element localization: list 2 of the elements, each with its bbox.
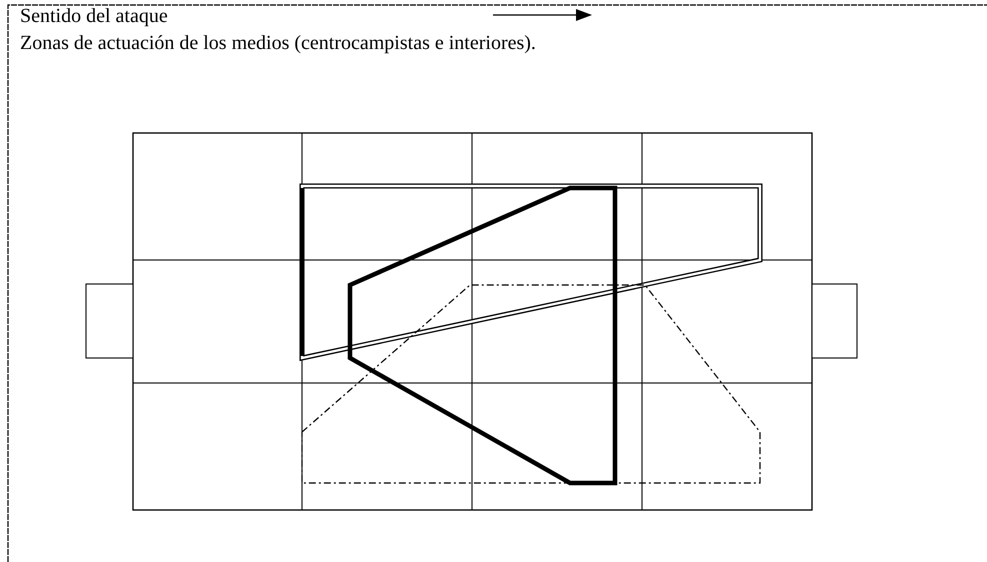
note-text: Zonas de actuación de los medios (centrocampistas e interiores). [20, 31, 536, 55]
attack-direction-label: Sentido del ataque [20, 4, 168, 28]
